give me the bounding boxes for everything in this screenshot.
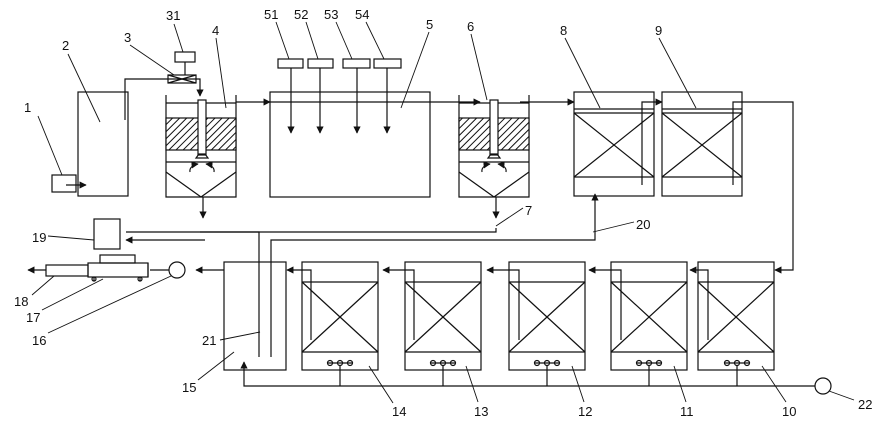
label-13: 13 <box>474 404 488 419</box>
part-number-labels: 1 2 3 31 4 51 52 53 54 5 6 8 9 7 20 19 2… <box>14 7 872 419</box>
label-7: 7 <box>525 203 532 218</box>
label-31: 31 <box>166 8 180 23</box>
filter-10 <box>689 261 775 386</box>
filter-12 <box>486 261 586 386</box>
label-9: 9 <box>655 23 662 38</box>
filter-11 <box>588 261 688 386</box>
label-14: 14 <box>392 404 406 419</box>
label-54: 54 <box>355 7 369 22</box>
reactor-4 <box>165 95 271 219</box>
blower-22 <box>240 361 832 395</box>
tank-5 <box>269 91 481 198</box>
pump-16 <box>150 261 186 279</box>
filter-9 <box>661 91 794 274</box>
filter-press-17 <box>87 254 149 282</box>
label-2: 2 <box>62 38 69 53</box>
label-19: 19 <box>32 230 46 245</box>
label-8: 8 <box>560 23 567 38</box>
label-4: 4 <box>212 23 219 38</box>
label-3: 3 <box>124 30 131 45</box>
label-10: 10 <box>782 404 796 419</box>
filter-14 <box>286 261 379 386</box>
label-21: 21 <box>202 333 216 348</box>
label-5: 5 <box>426 17 433 32</box>
dosing-54 <box>373 58 402 134</box>
label-53: 53 <box>324 7 338 22</box>
outlet-18 <box>27 264 89 277</box>
filter-8 <box>573 91 663 197</box>
tank-2 <box>77 78 204 197</box>
backwash-pipe-21 <box>125 193 599 357</box>
label-22: 22 <box>858 397 872 412</box>
valve-3 <box>167 74 197 84</box>
sludge-line-7 <box>200 228 497 233</box>
label-16: 16 <box>32 333 46 348</box>
tank-15 <box>195 261 287 371</box>
dosing-unit-1 <box>51 174 87 193</box>
dosing-51 <box>277 58 304 134</box>
label-18: 18 <box>14 294 28 309</box>
leader-lines <box>31 21 855 404</box>
label-20: 20 <box>636 217 650 232</box>
label-52: 52 <box>294 7 308 22</box>
label-1: 1 <box>24 100 31 115</box>
label-51: 51 <box>264 7 278 22</box>
label-11: 11 <box>680 404 694 419</box>
label-17: 17 <box>26 310 40 325</box>
dosing-53 <box>342 58 371 134</box>
sludge-tank-19 <box>93 218 121 250</box>
dosing-52 <box>307 58 334 134</box>
actuator-31 <box>174 51 196 75</box>
reactor-6 <box>458 95 575 219</box>
label-15: 15 <box>182 380 196 395</box>
filter-13 <box>382 261 482 386</box>
label-6: 6 <box>467 19 474 34</box>
label-12: 12 <box>578 404 592 419</box>
